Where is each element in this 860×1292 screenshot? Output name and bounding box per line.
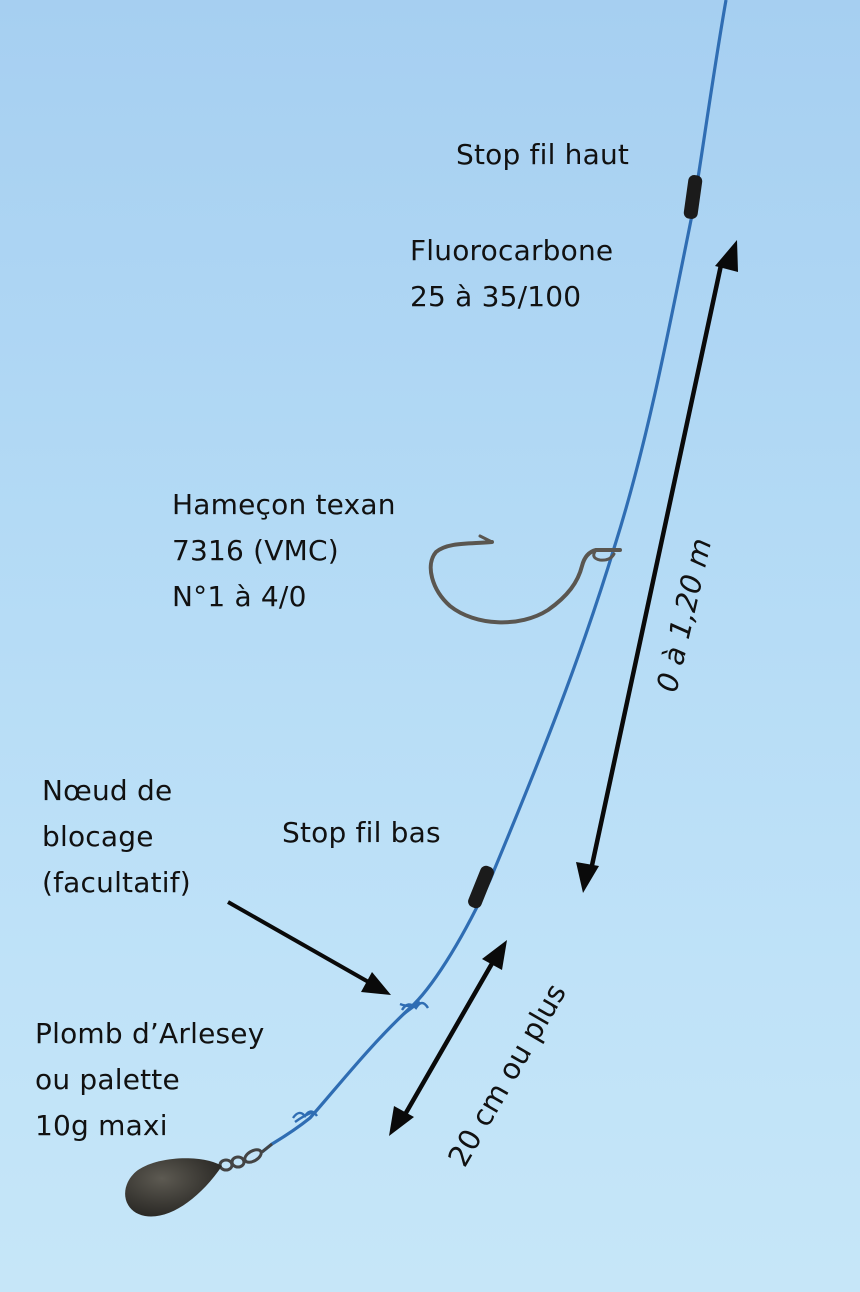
- stopper-top-icon: [683, 175, 703, 219]
- plomb-text-1: Plomb d’Arlesey: [35, 1017, 265, 1050]
- noeud-text-1: Nœud de: [42, 774, 173, 807]
- noeud-text-3: (facultatif): [42, 866, 191, 899]
- stopper-bottom-icon: [468, 865, 494, 909]
- knot-pointer-arrow: [227, 900, 391, 995]
- plomb-text-3: 10g maxi: [35, 1109, 168, 1142]
- noeud-text-2: blocage: [42, 820, 154, 853]
- label-hamecon: Hameçon texan 7316 (VMC) N°1 à 4/0: [172, 482, 396, 620]
- swivel-icon: [218, 1142, 273, 1172]
- texan-hook-icon: [428, 534, 622, 625]
- label-stop-fil-haut: Stop fil haut: [456, 132, 629, 178]
- hamecon-text-1: Hameçon texan: [172, 488, 396, 521]
- blocking-knot-icon: [399, 1001, 430, 1015]
- stop-bas-text: Stop fil bas: [282, 816, 441, 849]
- hamecon-text-2: 7316 (VMC): [172, 534, 339, 567]
- short-dimension-arrow: [389, 940, 507, 1136]
- label-plomb: Plomb d’Arlesey ou palette 10g maxi: [35, 1011, 264, 1149]
- fluoro-text-2: 25 à 35/100: [410, 280, 582, 313]
- lower-knot-icon: [292, 1110, 318, 1123]
- label-fluorocarbone: Fluorocarbone 25 à 35/100: [410, 228, 613, 320]
- stop-haut-text: Stop fil haut: [456, 138, 630, 171]
- label-stop-fil-bas: Stop fil bas: [282, 810, 441, 856]
- arlesey-sinker-icon: [125, 1158, 222, 1217]
- fluoro-text-1: Fluorocarbone: [410, 234, 614, 267]
- hamecon-text-3: N°1 à 4/0: [172, 580, 307, 613]
- long-dimension-arrow: [576, 240, 738, 893]
- plomb-text-2: ou palette: [35, 1063, 180, 1096]
- label-noeud: Nœud de blocage (facultatif): [42, 768, 191, 906]
